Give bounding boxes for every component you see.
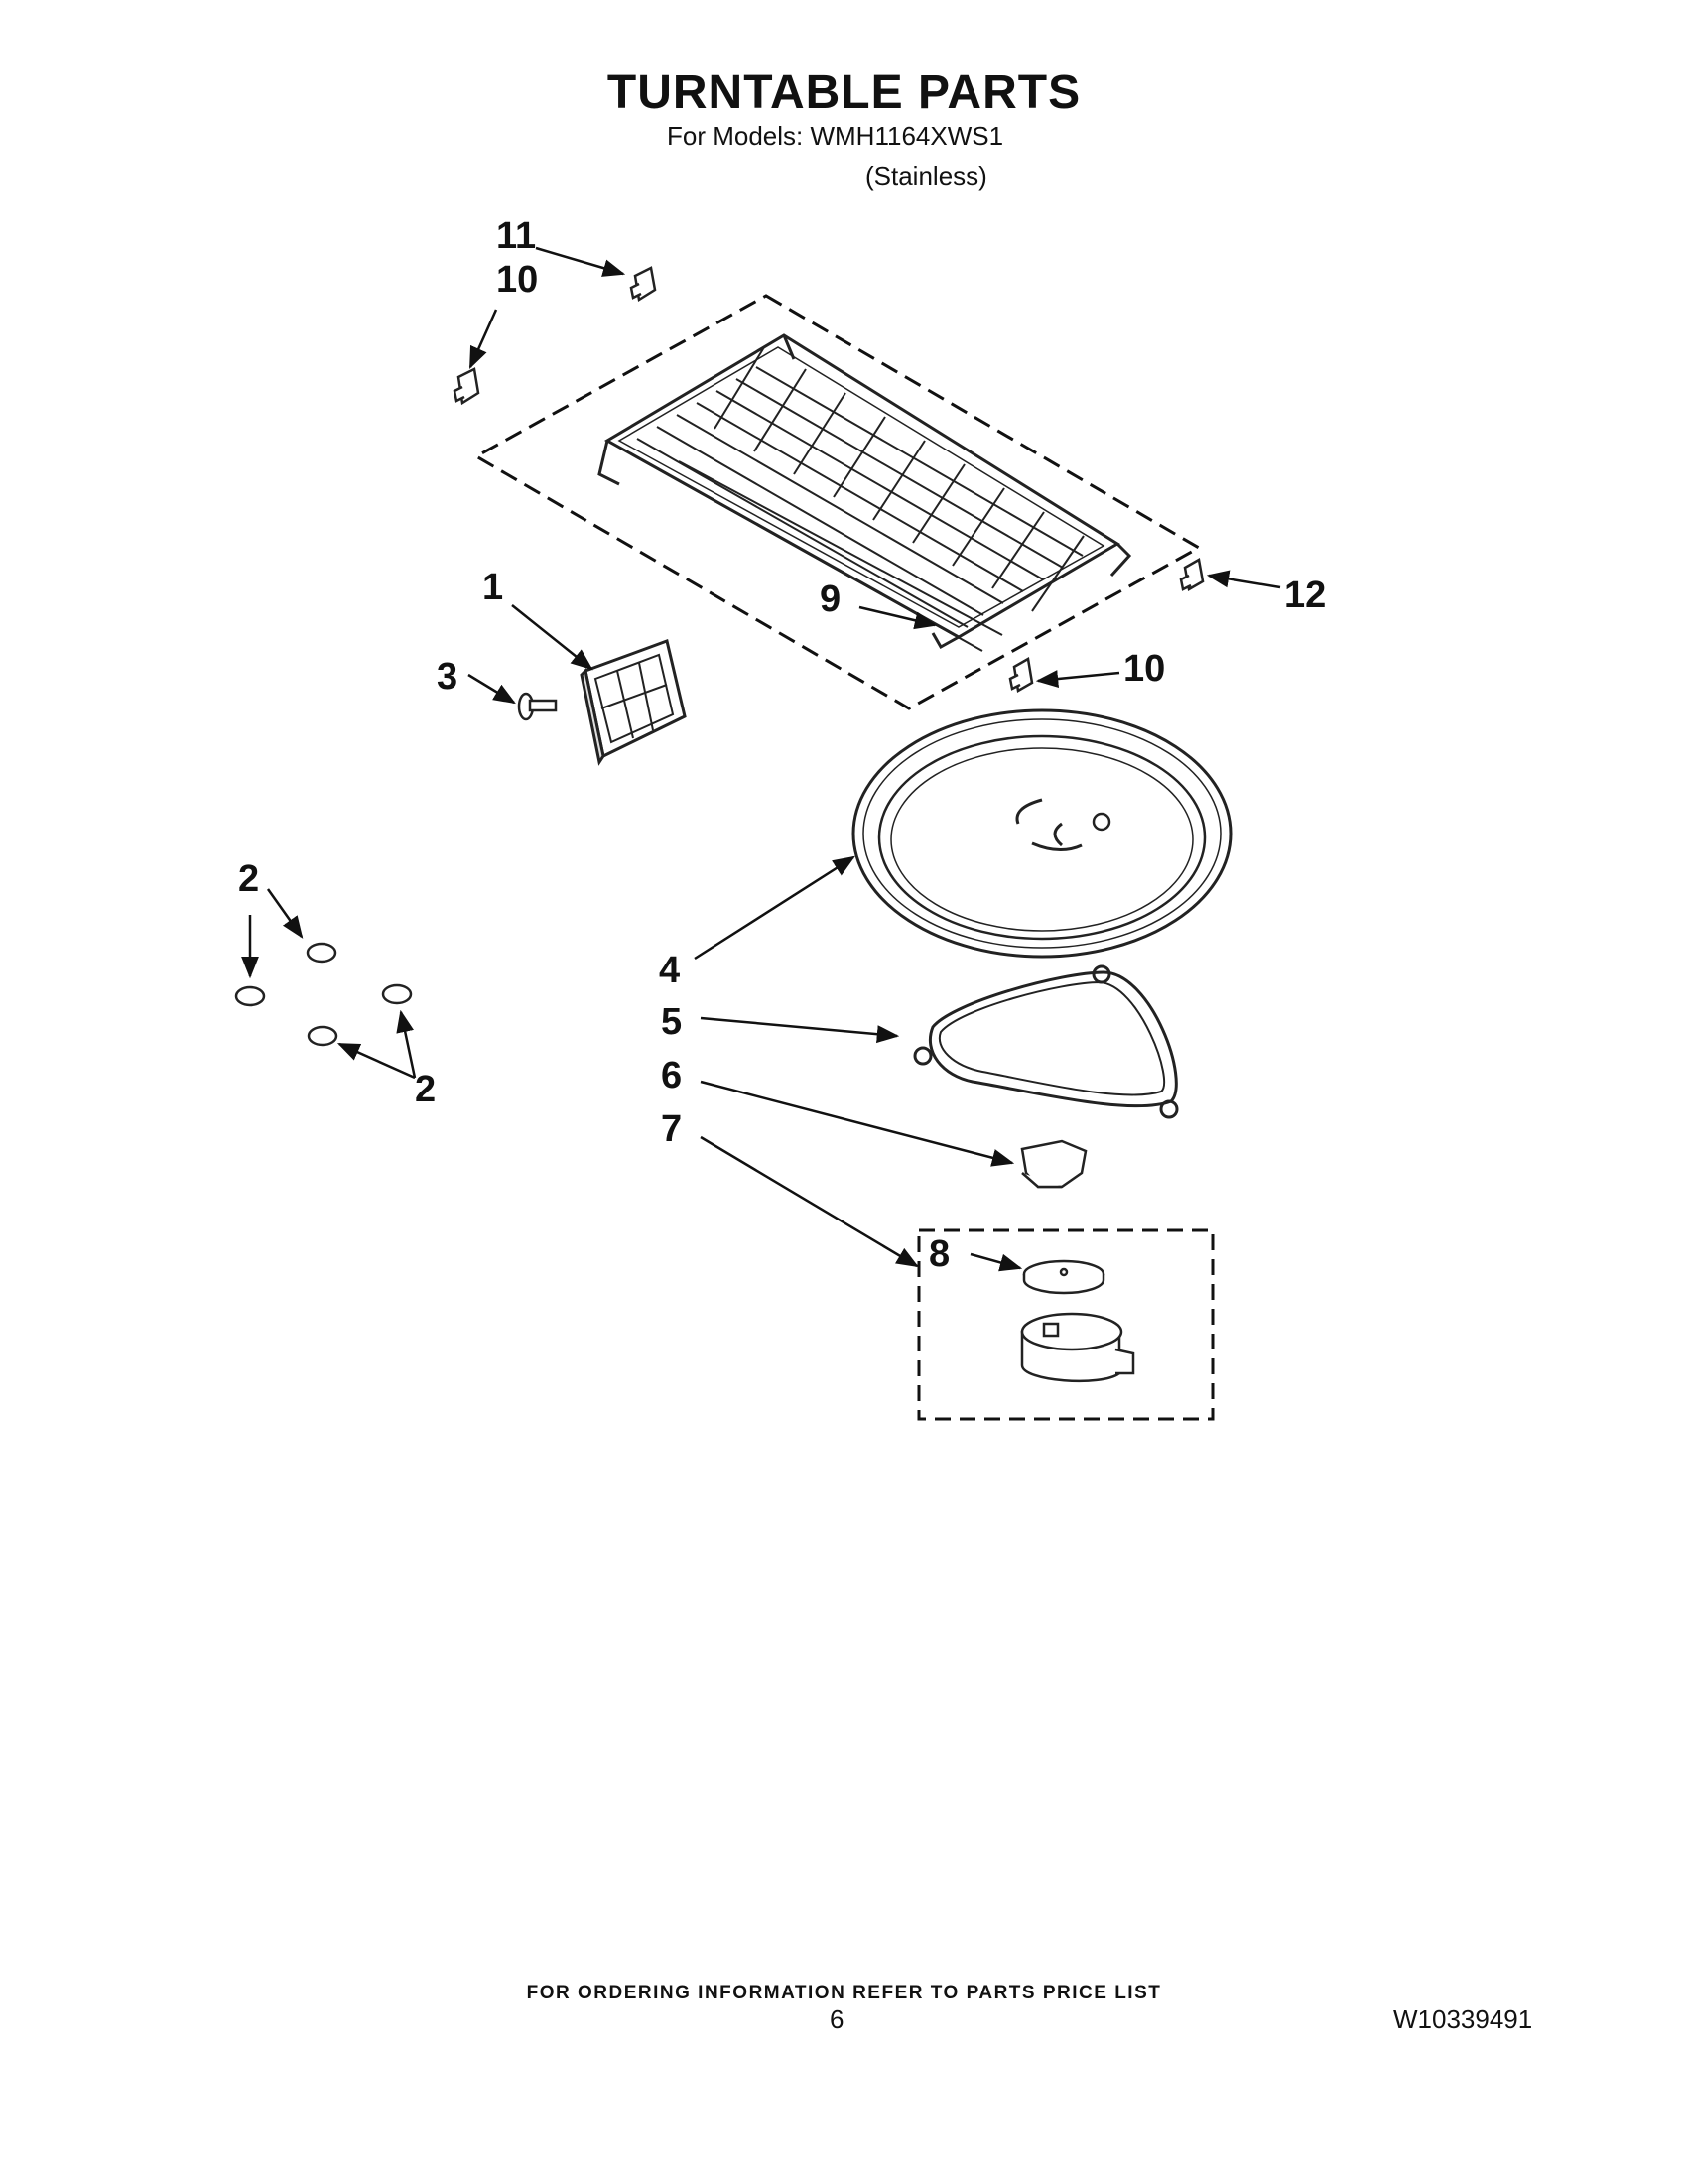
rack-clip-10-lower	[1008, 657, 1034, 693]
models-line: For Models: WMH1164XWS1	[667, 121, 1004, 151]
callout-6: 6	[661, 1055, 682, 1096]
rack-group-outline	[472, 294, 1203, 710]
callout-4: 4	[659, 950, 680, 991]
callout-11: 11	[496, 215, 536, 257]
coupler-part	[1020, 1139, 1088, 1189]
callout-5: 5	[661, 1001, 682, 1043]
document-number: W10339491	[1393, 2004, 1533, 2034]
rack-part	[597, 333, 1132, 652]
leader-arrows	[241, 246, 1281, 1272]
rack-clip-12	[1179, 558, 1205, 591]
page-title: TURNTABLE PARTS	[606, 66, 1082, 119]
turntable-motor	[1020, 1312, 1135, 1383]
drive-disc-part	[1022, 1259, 1105, 1295]
callout-9: 9	[820, 578, 841, 620]
callout-7: 7	[661, 1108, 682, 1150]
variant-line: (Stainless)	[865, 161, 987, 191]
rack-clip-10-upper	[453, 367, 480, 406]
page-number: 6	[830, 2004, 844, 2034]
roller-ring	[913, 964, 1179, 1119]
ordering-note: FOR ORDERING INFORMATION REFER TO PARTS …	[526, 1983, 1162, 2003]
rack-clip-11	[629, 266, 657, 303]
callout-2-lower: 2	[415, 1069, 436, 1110]
filter-part	[580, 639, 687, 766]
callout-12: 12	[1284, 575, 1326, 616]
callout-1: 1	[482, 567, 503, 608]
screw-part	[517, 692, 558, 721]
motor-group-outline	[917, 1228, 1215, 1421]
callout-2-upper: 2	[238, 858, 259, 900]
callout-10-lower: 10	[1123, 648, 1165, 690]
callout-10-upper: 10	[496, 259, 538, 301]
callout-8: 8	[929, 1233, 950, 1275]
callout-3: 3	[437, 656, 457, 698]
foot-parts	[234, 942, 413, 1047]
turntable-tray	[851, 708, 1233, 959]
